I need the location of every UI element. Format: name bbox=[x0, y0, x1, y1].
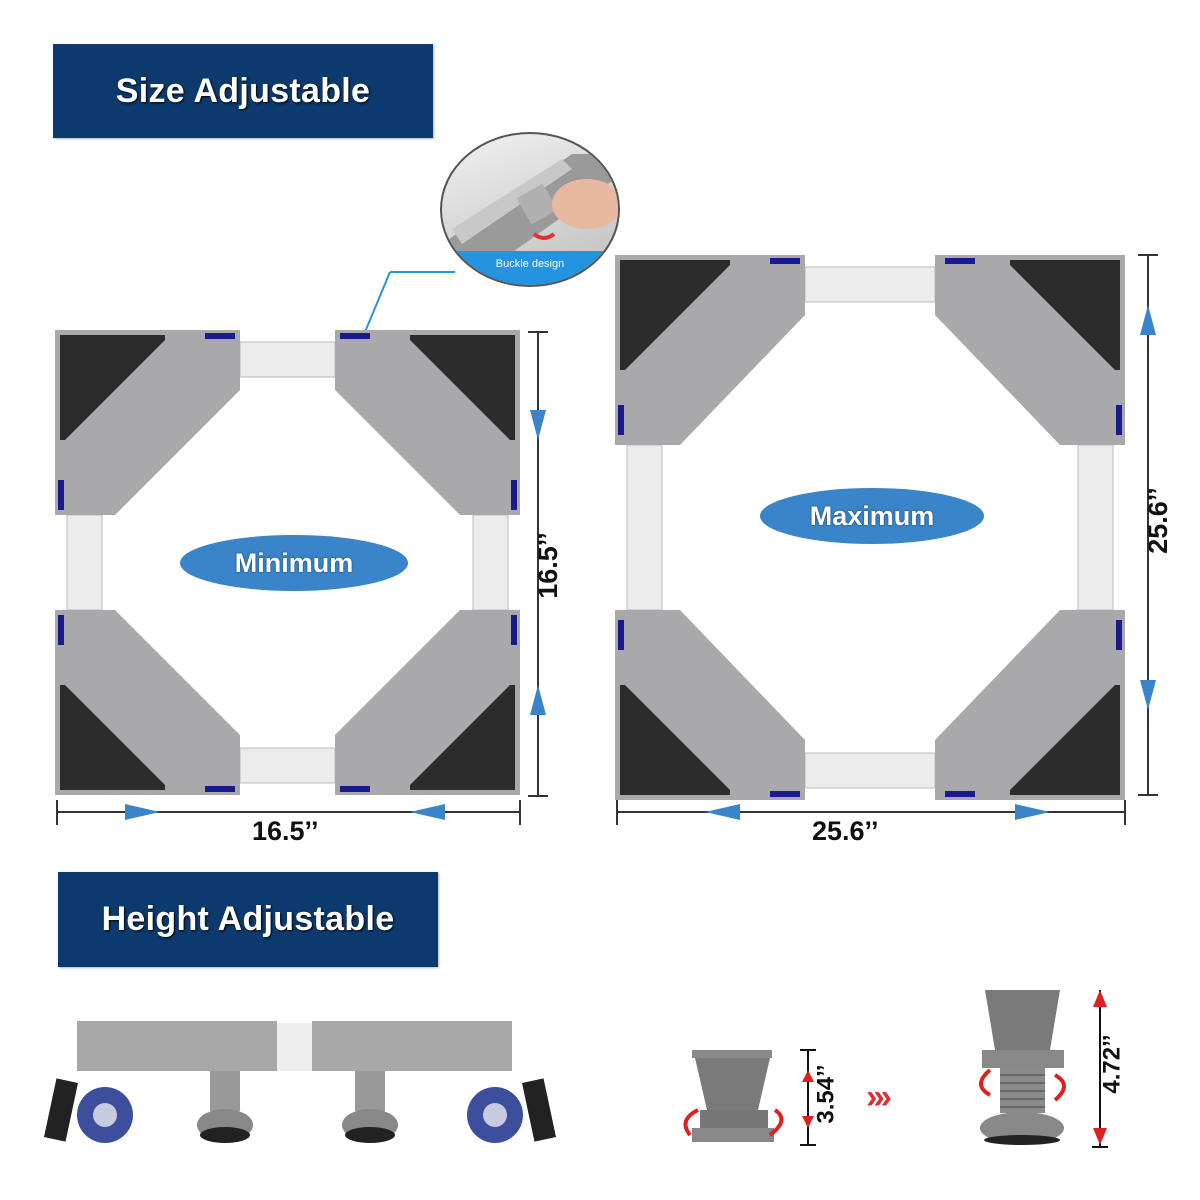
minimum-width-label: 16.5’’ bbox=[252, 816, 319, 846]
minimum-frame bbox=[55, 330, 520, 795]
minimum-label: Minimum bbox=[180, 535, 408, 591]
maximum-frame bbox=[615, 255, 1125, 800]
buckle-design-caption: Buckle design bbox=[442, 251, 618, 285]
buckle-illustration-icon bbox=[442, 154, 618, 274]
foot-short-icon bbox=[683, 1049, 816, 1146]
height-adjustable-title: Height Adjustable bbox=[101, 900, 395, 938]
transition-arrows-icon: ››› bbox=[866, 1078, 892, 1116]
frame-minimum-illustration-icon bbox=[55, 330, 520, 795]
frame-maximum-illustration-icon bbox=[615, 255, 1125, 800]
buckle-design-inset: Buckle design bbox=[440, 132, 620, 287]
foot-tall-icon bbox=[979, 990, 1108, 1148]
tall-foot-height-label: 4.72’’ bbox=[1098, 1034, 1126, 1094]
maximum-height-label: 25.6’’ bbox=[1142, 487, 1173, 554]
height-adjustable-banner: Height Adjustable bbox=[58, 872, 438, 967]
maximum-width-label: 25.6’’ bbox=[812, 816, 879, 846]
maximum-label: Maximum bbox=[760, 488, 984, 544]
size-adjustable-title: Size Adjustable bbox=[115, 71, 371, 110]
short-foot-height-label: 3.54’’ bbox=[812, 1064, 840, 1124]
stand-side-view-icon bbox=[44, 1021, 556, 1143]
size-adjustable-banner: Size Adjustable bbox=[53, 44, 433, 138]
